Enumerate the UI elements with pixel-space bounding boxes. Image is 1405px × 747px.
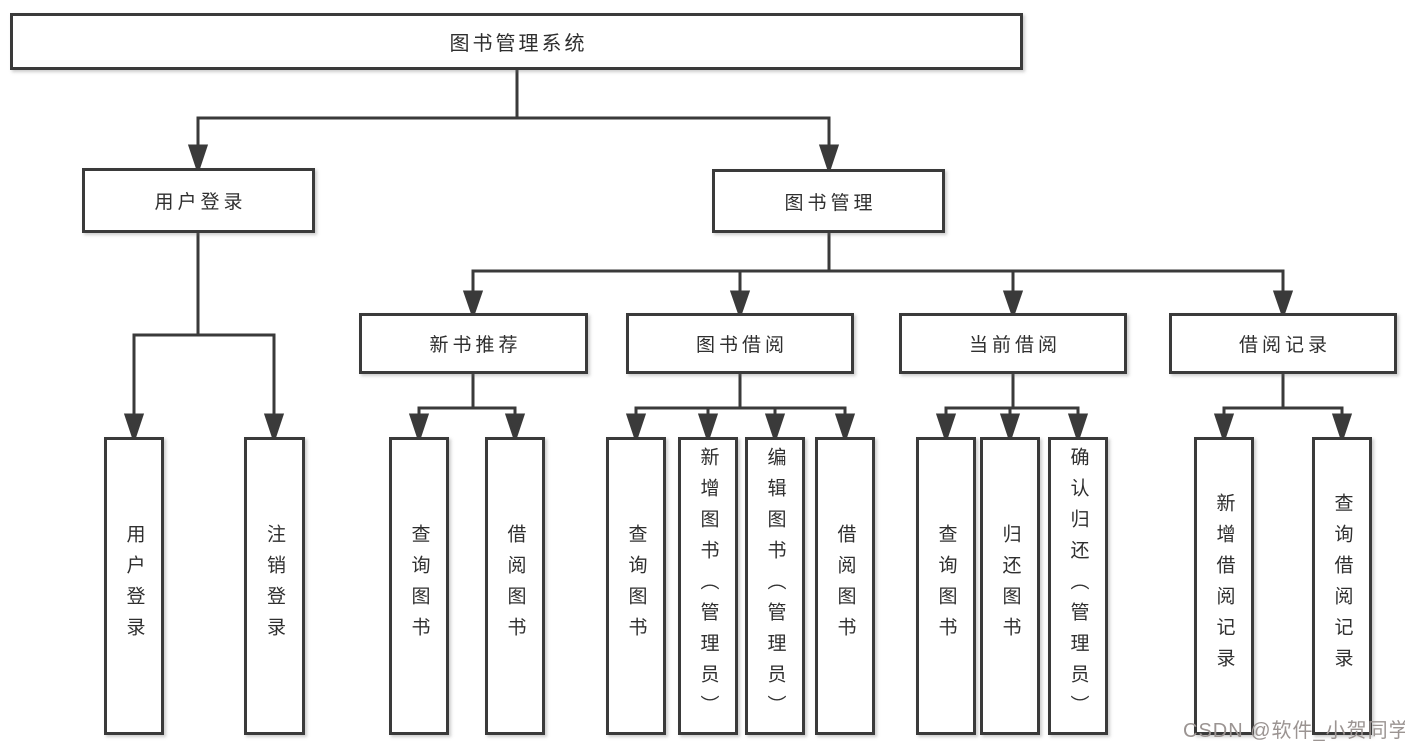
leaf-current-confirm-return-admin: 确认归还（管理员） (1048, 437, 1108, 735)
node-root-system: 图书管理系统 (10, 13, 1023, 70)
leaf-logout-login: 注销登录 (244, 437, 305, 735)
node-borrow-records: 借阅记录 (1169, 313, 1397, 374)
leaf-user-login: 用户登录 (104, 437, 164, 735)
leaf-current-query-books: 查询图书 (916, 437, 976, 735)
leaf-borrow-edit-books-admin: 编辑图书（管理员） (745, 437, 805, 735)
leaf-records-query-record: 查询借阅记录 (1312, 437, 1372, 735)
node-root-system-label: 图书管理系统 (449, 33, 588, 55)
leaf-borrow-add-books-admin-label: 新增图书（管理员） (697, 446, 719, 726)
connector-root-to-level2 (187, 67, 840, 175)
leaf-logout-login-label: 注销登录 (264, 524, 285, 648)
leaf-borrow-edit-books-admin-label: 编辑图书（管理员） (764, 446, 786, 726)
leaf-newbook-query-books: 查询图书 (389, 437, 449, 735)
node-current-borrow-label: 当前借阅 (968, 335, 1061, 356)
leaf-newbook-query-books-label: 查询图书 (408, 524, 430, 648)
node-new-book-recommend: 新书推荐 (359, 313, 588, 374)
leaf-newbook-borrow-books: 借阅图书 (485, 437, 545, 735)
node-book-management: 图书管理 (712, 169, 945, 233)
leaf-borrow-add-books-admin: 新增图书（管理员） (678, 437, 738, 735)
leaf-borrow-query-books-label: 查询图书 (625, 524, 647, 648)
leaf-current-return-books: 归还图书 (980, 437, 1040, 735)
leaf-current-confirm-return-admin-label: 确认归还（管理员） (1067, 446, 1089, 726)
leaf-current-return-books-label: 归还图书 (999, 524, 1021, 648)
node-user-login: 用户登录 (82, 168, 315, 233)
node-borrow-records-label: 借阅记录 (1238, 335, 1331, 356)
csdn-watermark: CSDN @软件_小贺同学 (1183, 720, 1405, 742)
connector-borrow-to-leaves (625, 372, 856, 444)
connector-records-to-leaves (1213, 372, 1353, 444)
node-new-book-recommend-label: 新书推荐 (429, 335, 522, 356)
leaf-borrow-borrow-books-label: 借阅图书 (834, 524, 856, 648)
node-current-borrow: 当前借阅 (899, 313, 1127, 374)
leaf-borrow-query-books: 查询图书 (606, 437, 666, 735)
connector-current-to-leaves (935, 372, 1089, 444)
leaf-borrow-borrow-books: 借阅图书 (815, 437, 875, 735)
leaf-current-query-books-label: 查询图书 (935, 524, 957, 648)
connector-management-to-level3 (462, 231, 1294, 320)
leaf-user-login-label: 用户登录 (123, 524, 145, 648)
node-book-borrow: 图书借阅 (626, 313, 854, 374)
leaf-records-query-record-label: 查询借阅记录 (1331, 493, 1353, 679)
leaf-newbook-borrow-books-label: 借阅图书 (504, 524, 526, 648)
node-book-borrow-label: 图书借阅 (695, 335, 788, 356)
leaf-records-add-record: 新增借阅记录 (1194, 437, 1254, 735)
connector-newbook-to-leaves (408, 372, 526, 444)
leaf-records-add-record-label: 新增借阅记录 (1213, 493, 1235, 679)
connector-login-to-leaves (123, 231, 285, 444)
node-book-management-label: 图书管理 (784, 192, 877, 214)
node-user-login-label: 用户登录 (154, 192, 247, 213)
